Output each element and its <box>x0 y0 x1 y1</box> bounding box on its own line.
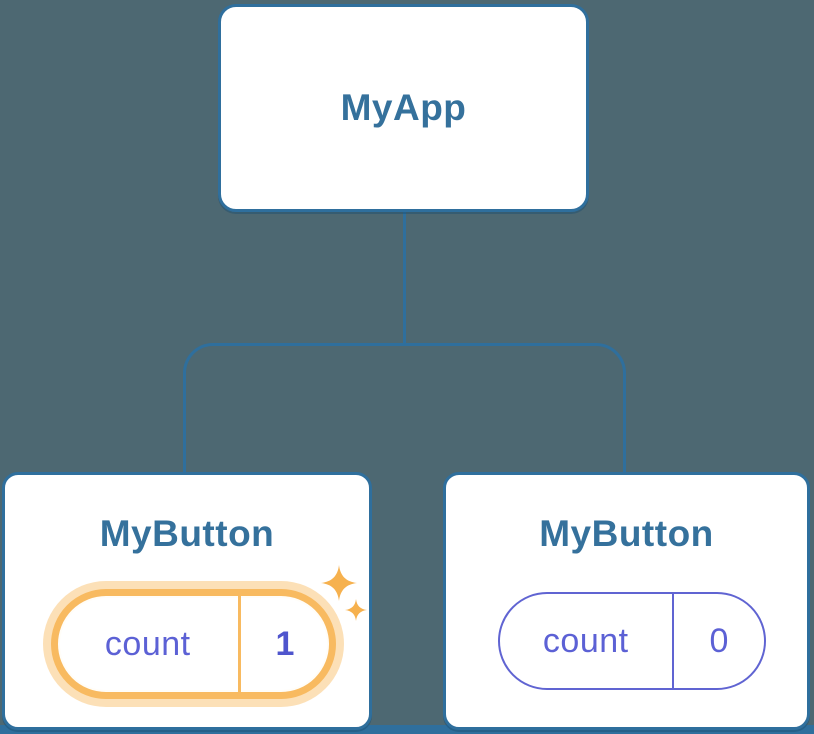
sparkle-icon <box>345 599 367 621</box>
pill-divider <box>237 596 241 692</box>
state-value: 1 <box>275 624 295 663</box>
tree-node-root: MyApp <box>218 4 589 212</box>
tree-node-mybutton-1: MyButton count 1 <box>2 472 372 730</box>
tree-node-mybutton-2: MyButton count 0 <box>443 472 810 730</box>
connector-branch <box>183 343 626 472</box>
connector-root-stem <box>403 211 406 345</box>
node-label: MyButton <box>99 513 275 554</box>
state-value-cell: 0 <box>674 594 764 688</box>
state-name-label: count <box>104 624 191 663</box>
state-value-cell: 1 <box>241 596 329 692</box>
state-pill-highlighted: count 1 <box>51 589 336 699</box>
state-name-cell: count <box>500 594 672 688</box>
node-label: MyButton <box>539 513 714 554</box>
pill-divider <box>671 594 674 688</box>
bottom-frame-edge <box>0 725 814 734</box>
state-pill: count 0 <box>498 592 766 690</box>
state-value: 0 <box>709 621 729 660</box>
state-name-cell: count <box>58 596 238 692</box>
node-label: MyApp <box>340 87 467 128</box>
state-name-label: count <box>542 621 629 660</box>
